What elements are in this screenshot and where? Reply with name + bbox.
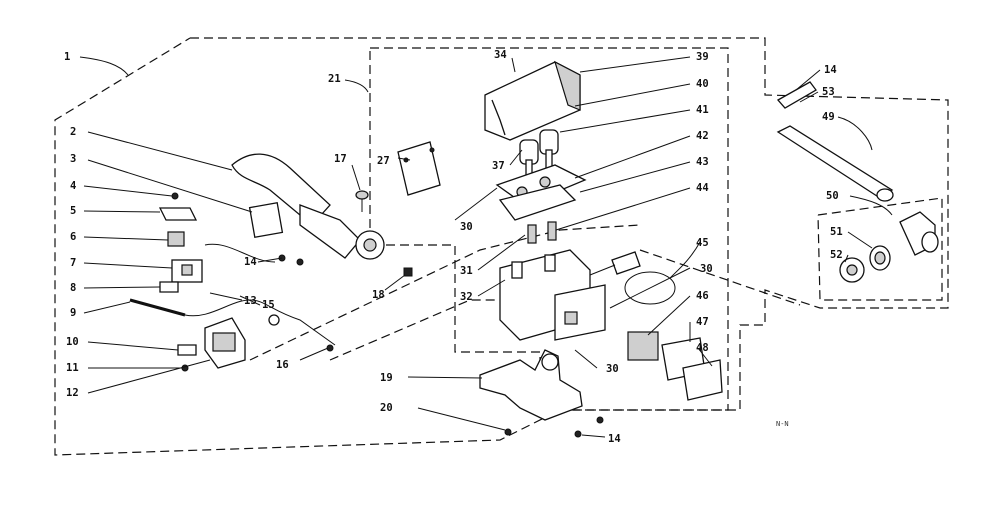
- ignition-lead-part: [204, 243, 276, 263]
- callout-16: 16: [276, 359, 289, 371]
- leader-lines: [79, 56, 893, 438]
- air-shutter-screw-part: [355, 190, 369, 212]
- callout-3: 3: [70, 153, 76, 165]
- callout-11: 11: [66, 362, 79, 374]
- callout-49: 49: [822, 111, 835, 123]
- assembly-axis-line: [249, 224, 641, 361]
- callout-40: 40: [696, 78, 709, 90]
- thermostat-switch-part: [204, 317, 246, 369]
- bracket-screw-part: [504, 428, 512, 436]
- flare-nut-part: [839, 257, 865, 283]
- callout-20: 20: [380, 402, 393, 414]
- callout-46: 46: [696, 290, 709, 302]
- callout-53: 53: [822, 86, 835, 98]
- pipe-elbow-part: [899, 211, 939, 256]
- callout-32: 32: [460, 291, 473, 303]
- pilot-assembly-parts: [158, 192, 203, 293]
- callout-51: 51: [830, 226, 843, 238]
- callout-12: 12: [66, 387, 79, 399]
- spring-clip-part: [403, 267, 413, 277]
- assembly-axis-line-3: [639, 249, 801, 306]
- callout-14-bracket: 14: [608, 433, 621, 445]
- callout-30-bottom: 30: [606, 363, 619, 375]
- callout-17: 17: [334, 153, 347, 165]
- callout-18: 18: [372, 289, 385, 301]
- callout-39: 39: [696, 51, 709, 63]
- solenoid-coils-part: [519, 129, 559, 181]
- callout-4: 4: [70, 180, 76, 192]
- callout-43: 43: [696, 156, 709, 168]
- valve-subassembly-boundary: [369, 47, 729, 411]
- fitting-subassembly-boundary: [817, 197, 943, 301]
- valve-cover-part: [484, 60, 581, 141]
- callout-48: 48: [696, 342, 709, 354]
- thermocouple-part: [129, 298, 186, 317]
- callout-30-left: 30: [460, 221, 473, 233]
- pipe-clip-part: [776, 81, 817, 109]
- callout-47: 47: [696, 316, 709, 328]
- outer-assembly-boundary: [54, 37, 949, 456]
- callout-9: 9: [70, 307, 76, 319]
- callout-19: 19: [380, 372, 393, 384]
- callout-8: 8: [70, 282, 76, 294]
- burner-tube-part: [231, 153, 385, 260]
- callout-37: 37: [492, 160, 505, 172]
- callout-30-right: 30: [700, 263, 713, 275]
- callout-45: 45: [696, 237, 709, 249]
- corner-code: N-N: [776, 420, 789, 428]
- callout-42: 42: [696, 130, 709, 142]
- callout-15: 15: [262, 299, 275, 311]
- callout-2: 2: [70, 126, 76, 138]
- callout-6: 6: [70, 231, 76, 243]
- callout-44: 44: [696, 182, 709, 194]
- valve-springs-part: [527, 221, 557, 244]
- callout-7: 7: [70, 257, 76, 269]
- gas-valve-body-part: [499, 249, 606, 341]
- callout-21: 21: [328, 73, 341, 85]
- pipe-fitting-part: [869, 245, 891, 271]
- bracket-part: [177, 344, 197, 356]
- callout-14-burner: 14: [244, 256, 257, 268]
- callout-52: 52: [830, 249, 843, 261]
- callout-13: 13: [244, 295, 257, 307]
- callout-14-top-right: 14: [824, 64, 837, 76]
- wire-harness-part: [589, 251, 676, 305]
- callout-27: 27: [377, 155, 390, 167]
- callout-34: 34: [494, 49, 507, 61]
- callout-labels: 1 2 3 4 5 6 7 8 9 10 11 12 13 14 15 16 1…: [64, 49, 843, 445]
- callout-1: 1: [64, 51, 70, 63]
- valve-mounting-bracket-part: [479, 349, 583, 421]
- callout-41: 41: [696, 104, 709, 116]
- mounting-plate-part: [397, 141, 441, 196]
- ignitor-module-part: [627, 331, 723, 401]
- callout-10: 10: [66, 336, 79, 348]
- callout-31: 31: [460, 265, 473, 277]
- valve-gasket-part: [495, 164, 587, 221]
- callout-50: 50: [826, 190, 839, 202]
- gas-pipe-part: [776, 125, 894, 202]
- callout-5: 5: [70, 205, 76, 217]
